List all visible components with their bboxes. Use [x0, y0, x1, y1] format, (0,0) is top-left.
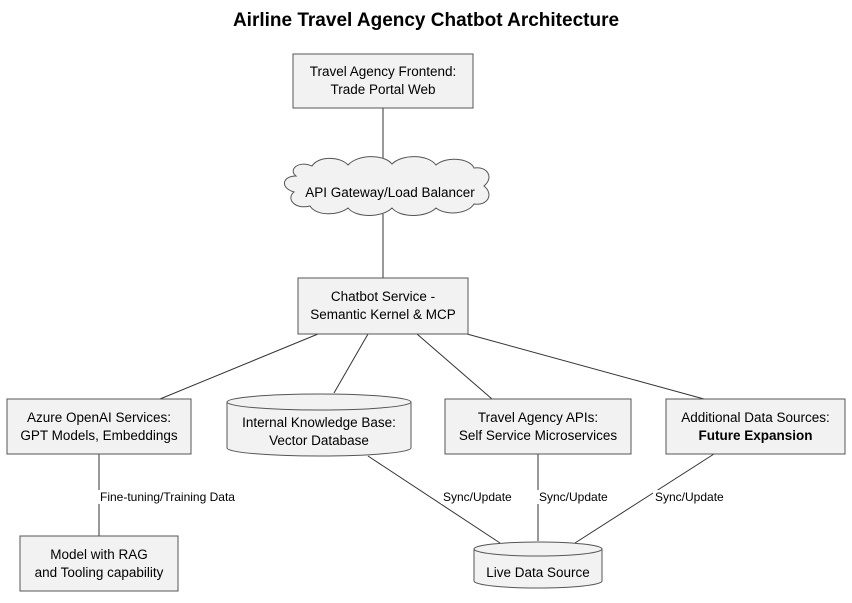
node-live-line1: Live Data Source — [486, 565, 590, 580]
node-knowledge-cylinder-body — [226, 401, 412, 457]
edge-additional-live — [574, 453, 715, 544]
node-knowledge-line1: Internal Knowledge Base: — [242, 415, 396, 430]
node-apis-line2: Self Service Microservices — [458, 427, 618, 443]
node-apis-shape — [444, 398, 632, 455]
node-gateway-line1: API Gateway/Load Balancer — [305, 185, 475, 200]
node-model-shape — [19, 535, 179, 592]
node-model: Model with RAG and Tooling capability — [20, 536, 178, 591]
edge-chatbot-additional — [466, 333, 705, 400]
node-azure: Azure OpenAI Services: GPT Models, Embed… — [7, 399, 191, 454]
node-knowledge: Internal Knowledge Base: Vector Database — [227, 410, 411, 454]
node-apis: Travel Agency APIs: Self Service Microse… — [445, 399, 631, 454]
edge-label-sync-apis: Sync/Update — [537, 490, 610, 504]
node-chatbot-shape — [297, 277, 469, 335]
diagram-title: Airline Travel Agency Chatbot Architectu… — [232, 10, 620, 31]
node-additional-line2: Future Expansion — [698, 427, 813, 443]
node-additional-line1: Additional Data Sources: — [681, 409, 830, 425]
edge-label-sync-knowledge: Sync/Update — [441, 490, 514, 504]
node-chatbot-line1: Chatbot Service - — [330, 289, 436, 304]
node-chatbot-line2: Semantic Kernel & MCP — [310, 307, 456, 322]
node-gateway: API Gateway/Load Balancer — [290, 172, 490, 214]
nodes-layer — [6, 53, 846, 592]
node-frontend-line1: Travel Agency Frontend: — [309, 64, 457, 79]
node-azure-shape — [6, 398, 192, 455]
node-azure-line2: GPT Models, Embeddings — [20, 427, 178, 443]
node-apis-line1: Travel Agency APIs: — [477, 409, 599, 425]
edge-chatbot-apis — [416, 333, 493, 400]
node-chatbot: Chatbot Service - Semantic Kernel & MCP — [298, 278, 468, 334]
node-live: Live Data Source — [474, 558, 602, 588]
node-model-line2: and Tooling capability — [34, 564, 164, 580]
edge-knowledge-live — [367, 455, 501, 544]
node-knowledge-cylinder-top — [226, 393, 412, 411]
node-frontend-shape — [292, 53, 474, 109]
node-additional: Additional Data Sources: Future Expansio… — [666, 399, 845, 454]
node-live-cylinder-body — [473, 548, 603, 589]
node-model-line1: Model with RAG — [50, 546, 148, 562]
edge-label-sync-additional: Sync/Update — [653, 490, 726, 504]
node-gateway-cloud-shape — [284, 156, 490, 216]
node-frontend-line2: Trade Portal Web — [330, 82, 436, 97]
node-frontend: Travel Agency Frontend: Trade Portal Web — [293, 54, 473, 108]
edge-chatbot-azure — [159, 333, 319, 400]
node-knowledge-line2: Vector Database — [269, 433, 369, 448]
node-azure-line1: Azure OpenAI Services: — [26, 409, 172, 425]
node-live-cylinder-top — [473, 541, 603, 557]
node-additional-shape — [665, 398, 846, 455]
edge-chatbot-knowledge — [333, 333, 369, 394]
edge-label-fine-tuning: Fine-tuning/Training Data — [98, 490, 237, 504]
